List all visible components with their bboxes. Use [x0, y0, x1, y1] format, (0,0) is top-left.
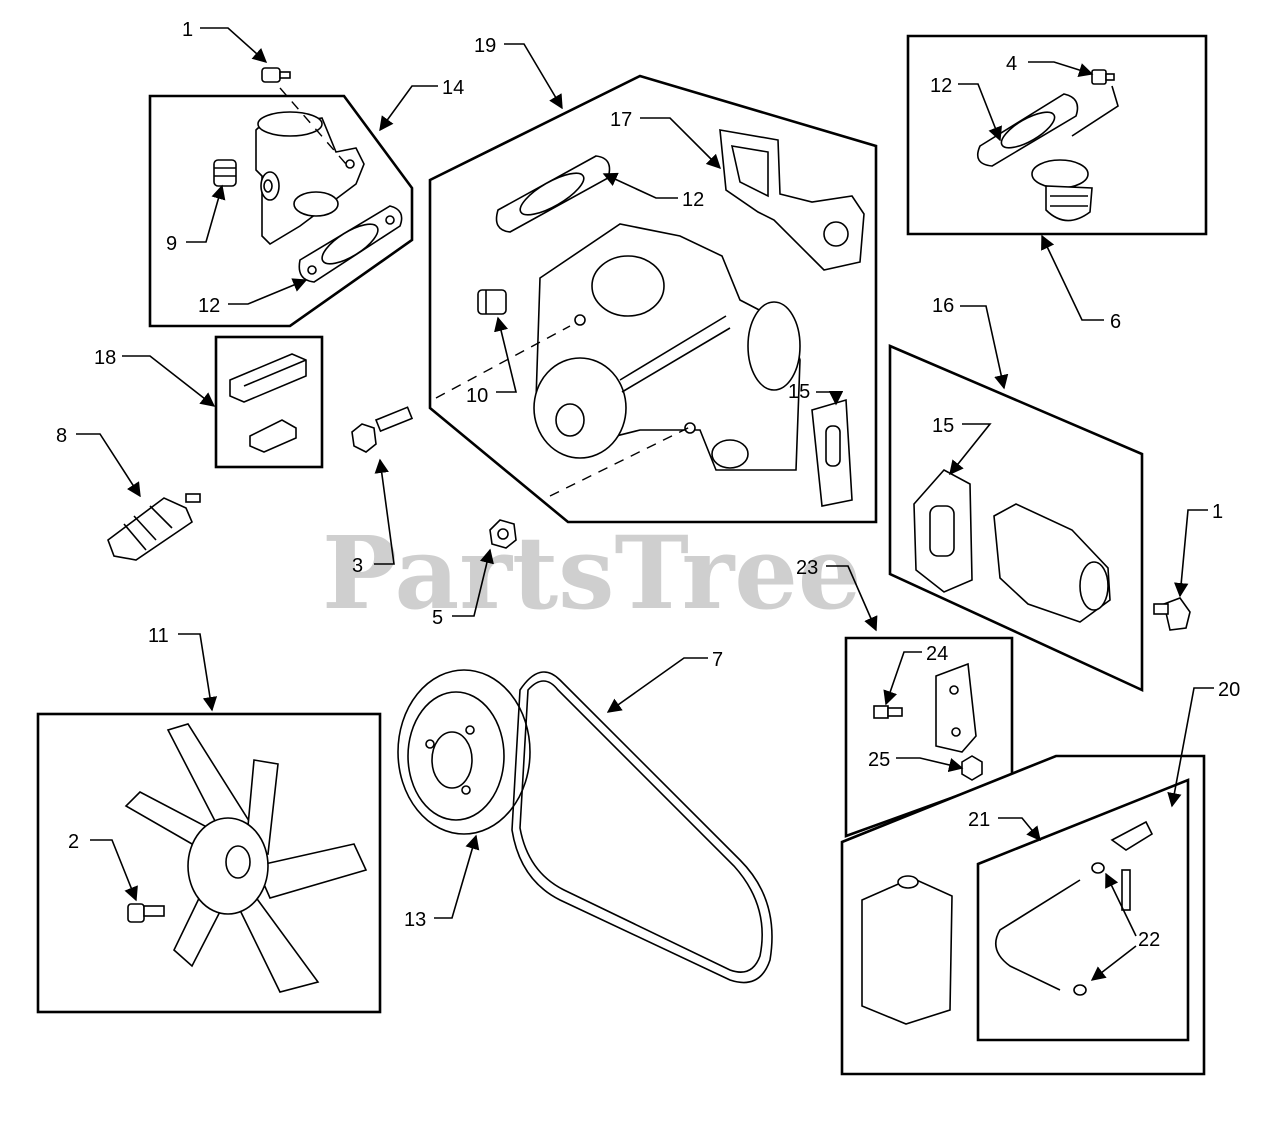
callout-24: 24: [926, 643, 948, 665]
pump-body: [533, 223, 801, 471]
callout-9: 9: [166, 233, 177, 255]
group-14-outlet-housing: [148, 87, 414, 328]
sensor-8: [107, 493, 201, 561]
callout-15-housing: 15: [932, 415, 954, 437]
bolt-4: [1091, 69, 1115, 85]
bolt-1-top: [261, 67, 291, 83]
callout-2: 2: [68, 831, 79, 853]
callout-7: 7: [712, 649, 723, 671]
callout-12-left: 12: [198, 295, 220, 317]
callout-5: 5: [432, 607, 443, 629]
group-11-fan: [36, 712, 382, 1014]
nut-5: [489, 519, 517, 549]
bolt-3: [351, 406, 414, 453]
callout-11: 11: [148, 625, 169, 647]
reservoir-tank: [861, 875, 953, 1025]
group-16-housing: [888, 344, 1144, 693]
nut-25: [961, 755, 983, 781]
callout-19: 19: [474, 35, 496, 57]
gasket-12-left: [298, 205, 403, 283]
callout-8: 8: [56, 425, 67, 447]
callout-16: 16: [932, 295, 954, 317]
leader-lines: [76, 27, 1214, 981]
watermark-text: PartsTree: [322, 514, 862, 632]
bolt-2: [127, 903, 165, 923]
callout-21: 21: [968, 809, 990, 831]
housing-part-16: [993, 503, 1111, 623]
gasket-17: [719, 129, 865, 271]
callout-1-top: 1: [182, 19, 193, 41]
group-21-hose-kit: [976, 778, 1190, 1042]
callout-15-pump: 15: [788, 381, 810, 403]
callout-18: 18: [94, 347, 116, 369]
group-6-thermostat: [906, 34, 1208, 236]
group-19-water-pump: [428, 74, 878, 524]
plug-10: [477, 289, 507, 315]
v-belt-7: [511, 671, 773, 984]
gasket-12-thermostat: [976, 93, 1079, 167]
bracket-part: [935, 662, 977, 753]
pulley-13: [397, 669, 531, 835]
callout-12-pump: 12: [682, 189, 704, 211]
gasket-15-housing: [913, 468, 973, 593]
callout-13: 13: [404, 909, 426, 931]
thermostat-part: [1031, 159, 1093, 222]
group-18-connector: [214, 335, 324, 469]
bolt-24: [873, 705, 903, 719]
callout-14: 14: [442, 77, 464, 99]
callout-3: 3: [352, 555, 363, 577]
plug-9: [213, 159, 237, 187]
callout-25: 25: [868, 749, 890, 771]
callout-12-thermostat: 12: [930, 75, 952, 97]
callout-20: 20: [1218, 679, 1240, 701]
callout-4: 4: [1006, 53, 1017, 75]
fan-part: [124, 723, 368, 993]
callout-10: 10: [466, 385, 488, 407]
group-6-frame: [906, 34, 1208, 236]
group-20-reservoir: [840, 754, 1206, 1076]
callout-6: 6: [1110, 311, 1121, 333]
callout-labels: 1 14 9 12 18 8 19 17 12 10 15 3 5 4 12 6…: [56, 19, 1240, 951]
callout-23: 23: [796, 557, 818, 579]
callout-22: 22: [1138, 929, 1160, 951]
callout-17: 17: [610, 109, 632, 131]
callout-1-right: 1: [1212, 501, 1223, 523]
bolt-1-right: [1153, 597, 1191, 631]
